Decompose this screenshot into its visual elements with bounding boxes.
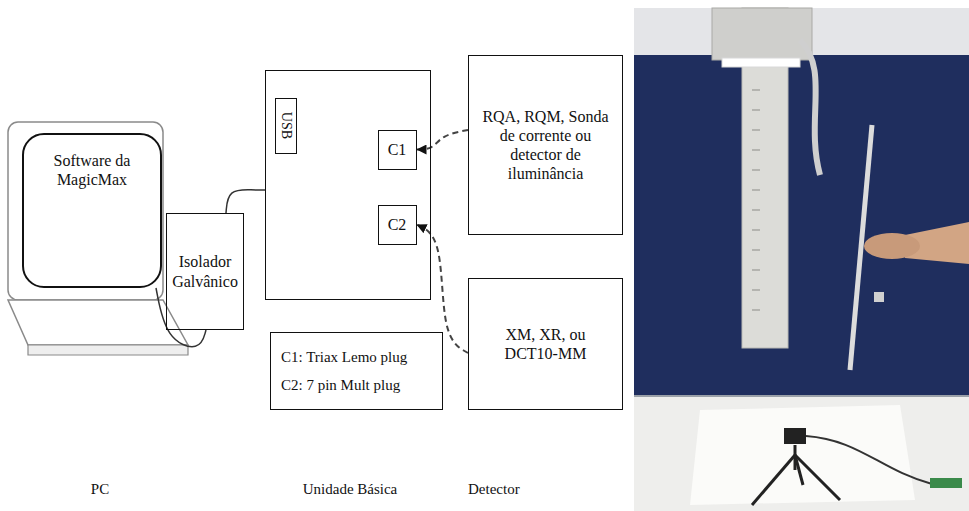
photo-socket xyxy=(874,292,884,302)
photo-tube-head xyxy=(712,8,812,60)
photo-hand xyxy=(864,233,920,259)
node-text: C1: Triax Lemo plug xyxy=(281,343,407,372)
node-text: XM, XR, ou DCT10-MM xyxy=(477,325,614,363)
photo-tube-lamp xyxy=(722,58,800,67)
port-box: USB xyxy=(275,98,297,154)
laptop-base xyxy=(8,300,188,345)
photo-plug xyxy=(930,478,962,488)
connector xyxy=(156,288,206,347)
node-text: RQA, RQM, Sonda de corrente ou detector … xyxy=(475,107,616,184)
port-box: C2 xyxy=(378,205,417,245)
laptop-drawing xyxy=(8,122,188,355)
photo-table-edge xyxy=(634,395,969,397)
node-text: USB xyxy=(277,112,294,139)
connector xyxy=(226,190,265,213)
photo-light-field xyxy=(690,405,915,505)
node-text: C2: 7 pin Mult plug xyxy=(281,371,400,400)
isolator-box: Isolador Galvânico xyxy=(166,213,244,330)
photo-scale xyxy=(752,90,760,310)
laptop-base-edge xyxy=(28,345,188,355)
note-box: C1: Triax Lemo plugC2: 7 pin Mult plug xyxy=(270,332,443,410)
laptop-lid xyxy=(8,122,163,300)
photo-detector xyxy=(784,428,806,444)
column-label: Unidade Básica xyxy=(270,480,430,498)
screen-box: Software da MagicMax xyxy=(22,133,162,288)
node-text: Software da MagicMax xyxy=(30,151,154,189)
column-label: Detector xyxy=(468,480,558,498)
node-text: C2 xyxy=(388,215,407,234)
photo-tripod xyxy=(752,445,840,505)
base-unit-box: USB C1C2 xyxy=(265,70,431,300)
photo-cable xyxy=(800,40,820,175)
photo-detector-cable xyxy=(806,436,932,484)
photo xyxy=(634,8,969,511)
column-label: PC xyxy=(70,480,130,498)
detector-box: RQA, RQM, Sonda de corrente ou detector … xyxy=(468,55,623,235)
node-text: C1 xyxy=(388,140,407,159)
detector-box: XM, XR, ou DCT10-MM xyxy=(468,278,623,410)
node-text: Isolador Galvânico xyxy=(171,252,239,290)
photo-wall-top xyxy=(634,8,969,511)
photo-table xyxy=(634,395,969,511)
photo-blue-wall xyxy=(634,55,969,397)
connector xyxy=(417,130,469,150)
port-box: C1 xyxy=(378,130,417,170)
